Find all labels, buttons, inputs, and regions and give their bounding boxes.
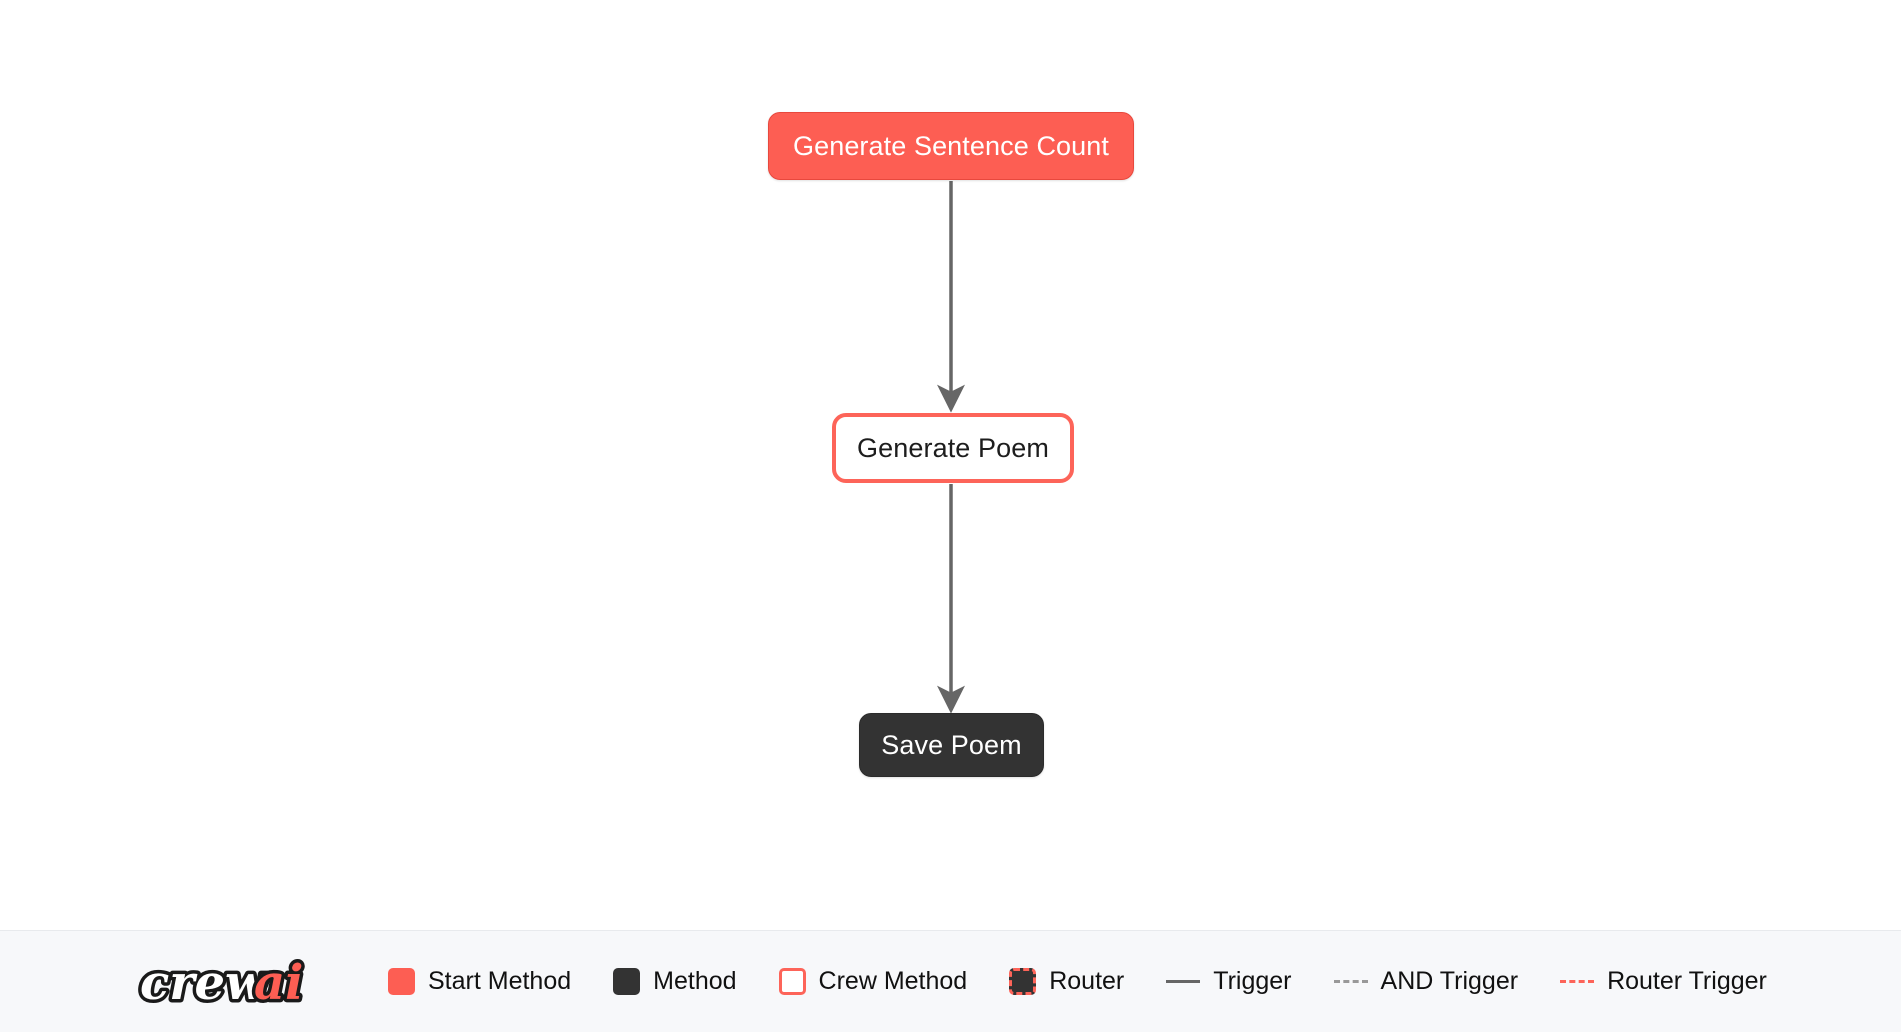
method-swatch-icon [613,968,641,995]
legend-item-label: Method [653,967,737,995]
and-trigger-line-icon [1333,980,1368,983]
trigger-line-icon [1166,980,1201,983]
legend-items: Start Method Method Crew Method Router T… [388,967,1767,996]
flow-node-label: Generate Poem [857,432,1049,463]
flow-node-label: Generate Sentence Count [792,130,1110,161]
logo-text-crew: crew [140,955,268,1011]
legend-item-crew-method: Crew Method [778,967,968,996]
flow-node-label: Save Poem [881,729,1022,760]
legend-item-label: Trigger [1213,967,1292,995]
flow-node-generate-poem[interactable]: Generate Poem [832,413,1074,483]
legend-bar: crew ai Start Method Method Crew Method … [0,930,1901,1032]
flow-node-save-poem[interactable]: Save Poem [859,713,1044,777]
router-swatch-icon [1009,968,1037,995]
start-method-swatch-icon [388,968,415,995]
legend-item-label: Router [1049,967,1125,995]
flow-node-generate-sentence-count[interactable]: Generate Sentence Count [768,112,1134,180]
legend-item-label: Router Trigger [1607,967,1767,995]
router-trigger-line-icon [1560,980,1595,983]
legend-item-label: AND Trigger [1380,967,1519,995]
crew-method-swatch-icon [778,968,806,995]
legend-item-and-trigger: AND Trigger [1333,967,1519,996]
legend-item-label: Crew Method [818,967,968,995]
logo-text-ai: ai [254,955,303,1011]
flow-canvas[interactable]: Generate Sentence Count Generate Poem Sa… [0,0,1901,930]
legend-item-method: Method [613,967,737,996]
legend-item-label: Start Method [428,967,572,995]
legend-item-start-method: Start Method [388,967,571,996]
legend-item-router: Router [1009,967,1124,996]
legend-item-router-trigger: Router Trigger [1560,967,1767,996]
crewai-logo: crew ai [137,951,307,1014]
legend-item-trigger: Trigger [1166,967,1292,996]
